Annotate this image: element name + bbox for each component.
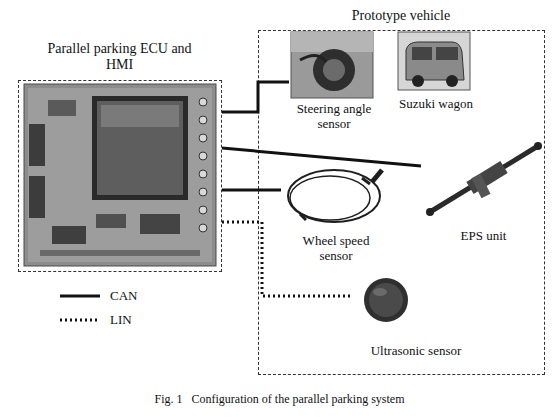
button xyxy=(199,98,207,106)
button xyxy=(199,170,207,178)
component-label: Steering angle sensor xyxy=(289,101,379,131)
sensor-clip xyxy=(362,178,370,184)
sensor-cable xyxy=(300,55,326,62)
component-box: Wheel speed sensor xyxy=(281,163,391,263)
lcd-highlight xyxy=(101,105,179,127)
button xyxy=(199,188,207,196)
legend-line xyxy=(60,319,100,322)
photo-frame xyxy=(398,32,470,90)
column-end xyxy=(426,208,434,216)
car-window xyxy=(412,47,432,60)
eps-housing xyxy=(476,176,486,196)
legend-entry: CAN xyxy=(58,288,137,304)
eps-illustration xyxy=(426,142,542,216)
chip xyxy=(48,100,76,116)
can-bus-line xyxy=(222,82,289,112)
legend-sample xyxy=(58,288,102,304)
component-label: Suzuki wagon xyxy=(394,96,478,111)
chip xyxy=(140,214,180,234)
component-label: EPS unit xyxy=(429,228,539,243)
ecu-board xyxy=(24,84,216,266)
car-wheel xyxy=(446,75,458,87)
legend-sample xyxy=(58,312,102,328)
pcb-surface xyxy=(28,88,212,262)
ultrasonic-illustration xyxy=(364,278,408,322)
component-box: EPS unit xyxy=(421,128,546,243)
sensor-clip xyxy=(300,214,306,220)
button xyxy=(199,134,207,142)
can-bus-line xyxy=(222,148,421,166)
button xyxy=(199,224,207,232)
group-heading: Parallel parking ECU and HMI xyxy=(40,41,200,73)
lcd-frame xyxy=(92,96,188,200)
serial-connector xyxy=(29,176,45,218)
chip xyxy=(52,226,86,244)
component-box: Steering angle sensor xyxy=(289,31,379,131)
steering-sensor-photo xyxy=(291,32,373,98)
legend-entry: LIN xyxy=(58,312,132,328)
car-photo xyxy=(398,32,470,90)
lin-bus-line xyxy=(222,222,351,296)
button xyxy=(199,152,207,160)
legend-text: LIN xyxy=(110,312,132,328)
button xyxy=(199,116,207,124)
sensor-hub xyxy=(323,59,345,81)
sensor-body xyxy=(364,278,408,322)
component-box: Suzuki wagon xyxy=(394,31,478,111)
group-box: Prototype vehicleSteering angle sensorSu… xyxy=(258,30,545,375)
column-end xyxy=(534,142,542,150)
component-label: Ultrasonic sensor xyxy=(351,343,481,358)
lcd-screen xyxy=(97,101,183,195)
sensor-highlight xyxy=(373,288,387,296)
car-window xyxy=(436,47,458,60)
button-row xyxy=(199,98,207,232)
legend-line xyxy=(60,295,100,298)
photo-frame xyxy=(291,32,373,98)
serial-connector xyxy=(29,124,45,166)
pcb xyxy=(24,84,216,266)
sensor-face xyxy=(369,283,403,317)
car-body xyxy=(406,42,464,80)
can-bus-line xyxy=(222,189,281,192)
group-heading: Prototype vehicle xyxy=(301,8,501,24)
sensor-cable xyxy=(288,170,380,222)
sensor-head xyxy=(372,170,382,182)
figure-caption: Fig. 1 Configuration of the parallel par… xyxy=(0,392,559,407)
steering-column xyxy=(430,146,538,212)
photo-background xyxy=(291,32,373,52)
legend-text: CAN xyxy=(110,288,137,304)
component-box: Ultrasonic sensor xyxy=(351,268,481,358)
wheel-sensor-illustration xyxy=(288,170,382,222)
sensor-cable xyxy=(290,176,370,220)
group-box: Parallel parking ECU and HMI xyxy=(18,80,222,272)
car-wheel xyxy=(412,75,424,87)
chip xyxy=(96,214,126,228)
component-label: Wheel speed sensor xyxy=(296,233,376,263)
button xyxy=(199,206,207,214)
pin-header xyxy=(40,250,200,256)
